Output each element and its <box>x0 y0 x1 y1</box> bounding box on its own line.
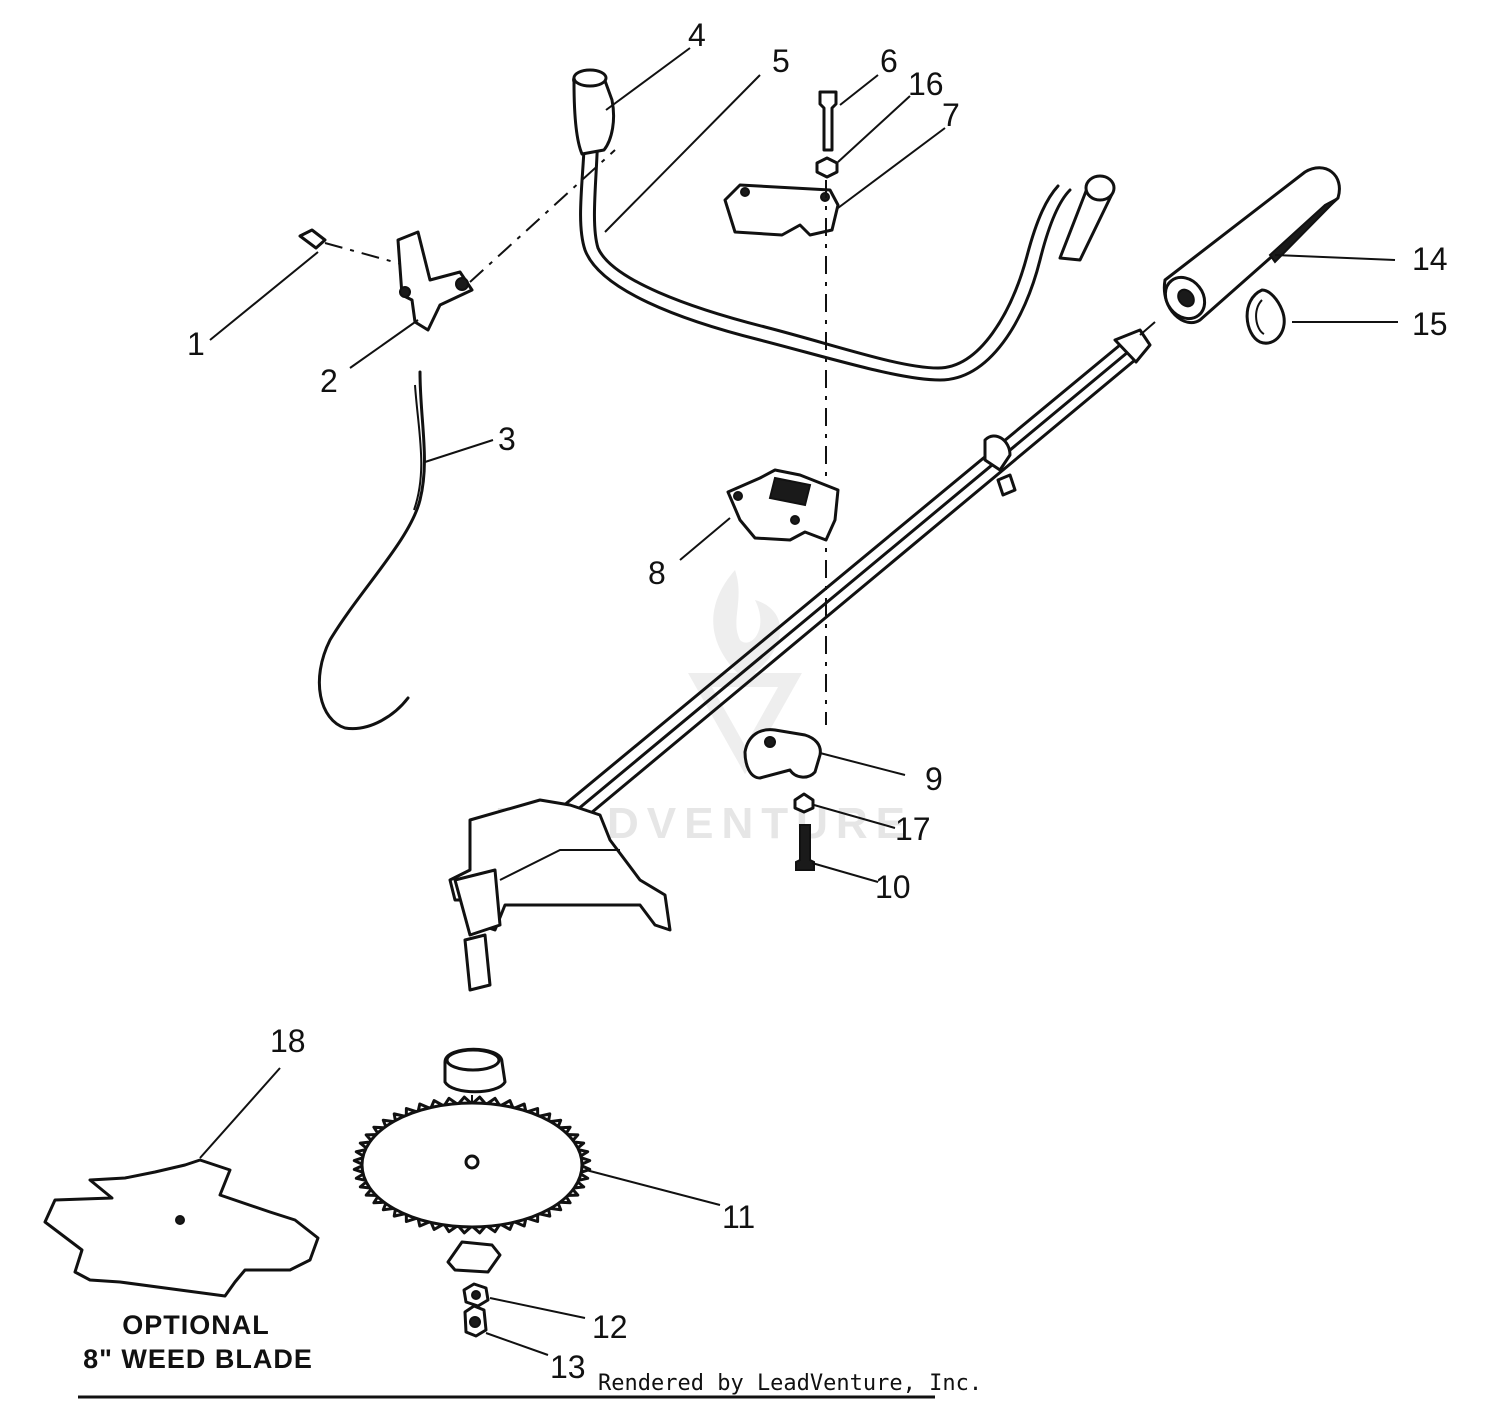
clamp-lower-part[interactable] <box>726 468 840 542</box>
washer-lower-part[interactable] <box>793 792 815 814</box>
leader-12 <box>489 1297 586 1319</box>
leader-7 <box>837 127 946 209</box>
callout-13: 13 <box>550 1349 586 1385</box>
screw-part[interactable] <box>298 228 406 266</box>
callout-17: 17 <box>895 811 931 847</box>
caption-line-2: 8" WEED BLADE <box>83 1344 313 1374</box>
leader-4 <box>605 47 691 111</box>
hose-clamp-part[interactable] <box>1245 288 1286 345</box>
leader-13 <box>485 1332 549 1356</box>
leader-8 <box>679 517 731 561</box>
gear-head-part[interactable] <box>448 798 672 992</box>
leader-5 <box>604 74 761 233</box>
handlebar-part[interactable] <box>572 68 1116 382</box>
callout-18: 18 <box>270 1023 306 1059</box>
callout-7: 7 <box>942 97 960 133</box>
callout-12: 12 <box>592 1309 628 1345</box>
bolt-lower-part[interactable] <box>795 824 815 871</box>
leader-3 <box>424 439 494 463</box>
leader-2 <box>349 319 419 369</box>
leader-9 <box>819 752 906 776</box>
callout-2: 2 <box>320 363 338 399</box>
callout-11: 11 <box>722 1199 755 1235</box>
callout-10: 10 <box>875 869 911 905</box>
callout-16: 16 <box>908 66 944 102</box>
clamp-upper-part[interactable] <box>723 183 840 237</box>
leader-17 <box>813 804 896 829</box>
wing-knob-part[interactable] <box>743 728 822 780</box>
callout-9: 9 <box>925 761 943 797</box>
callout-3: 3 <box>498 421 516 457</box>
callout-1: 1 <box>187 326 205 362</box>
callout-5: 5 <box>772 43 790 79</box>
leader-11 <box>585 1169 721 1206</box>
credit-text: Rendered by LeadVenture, Inc. <box>598 1371 982 1396</box>
optional-blade-caption: OPTIONAL 8" WEED BLADE <box>83 1310 313 1374</box>
callout-14: 14 <box>1412 241 1448 277</box>
caption-line-1: OPTIONAL <box>122 1310 270 1340</box>
leader-16 <box>837 95 911 163</box>
callout-labels: 1 2 3 4 5 6 16 7 14 15 8 9 17 10 18 11 1… <box>187 17 1448 1385</box>
bolt-part[interactable] <box>818 90 838 152</box>
callout-4: 4 <box>688 17 706 53</box>
callout-8: 8 <box>648 555 666 591</box>
nut-part[interactable] <box>462 1282 490 1308</box>
leader-1 <box>209 251 319 341</box>
washer-part[interactable] <box>815 156 839 179</box>
weed-blade-part[interactable] <box>43 1158 320 1298</box>
leader-14 <box>1274 254 1396 261</box>
foam-grip-part[interactable] <box>1157 166 1341 327</box>
leader-18 <box>199 1067 281 1159</box>
throttle-cable-part[interactable] <box>317 370 426 731</box>
throttle-trigger-part[interactable] <box>396 149 616 332</box>
callout-6: 6 <box>880 43 898 79</box>
saw-blade-part[interactable] <box>352 1047 592 1274</box>
callout-15: 15 <box>1412 306 1448 342</box>
locknut-part[interactable] <box>463 1304 488 1338</box>
leader-6 <box>839 74 879 106</box>
drive-shaft-part[interactable] <box>508 321 1156 870</box>
leader-10 <box>811 862 879 883</box>
